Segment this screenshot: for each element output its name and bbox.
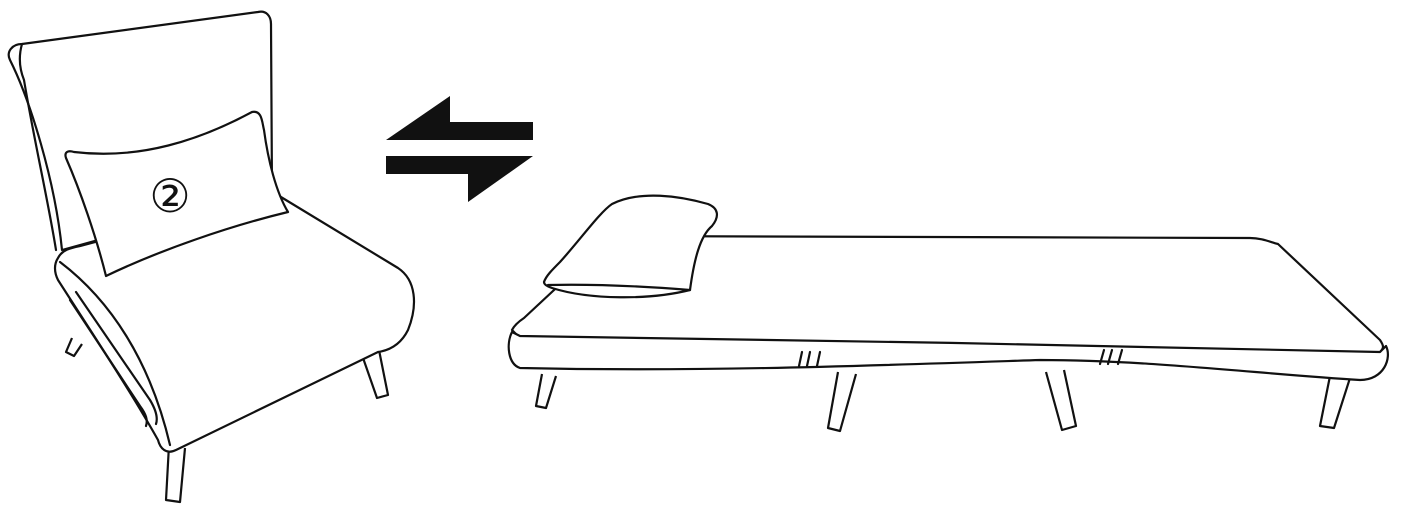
- sofa-bed-flat-illustration: [509, 196, 1388, 431]
- conversion-arrows: [386, 96, 533, 202]
- bed-leg-4: [1320, 376, 1350, 428]
- bed-leg-1: [536, 374, 556, 408]
- bed-leg-3: [1046, 370, 1076, 430]
- pillow-callout-label: ②: [149, 169, 190, 223]
- bed-leg-2: [828, 372, 856, 431]
- arrow-left-icon: [386, 96, 533, 140]
- chair-back-left-leg: [66, 338, 82, 356]
- bed-pillow: [544, 196, 717, 298]
- sofa-chair-illustration: ②: [9, 12, 414, 502]
- arrow-right-icon: [386, 156, 533, 202]
- chair-front-left-leg: [166, 445, 185, 502]
